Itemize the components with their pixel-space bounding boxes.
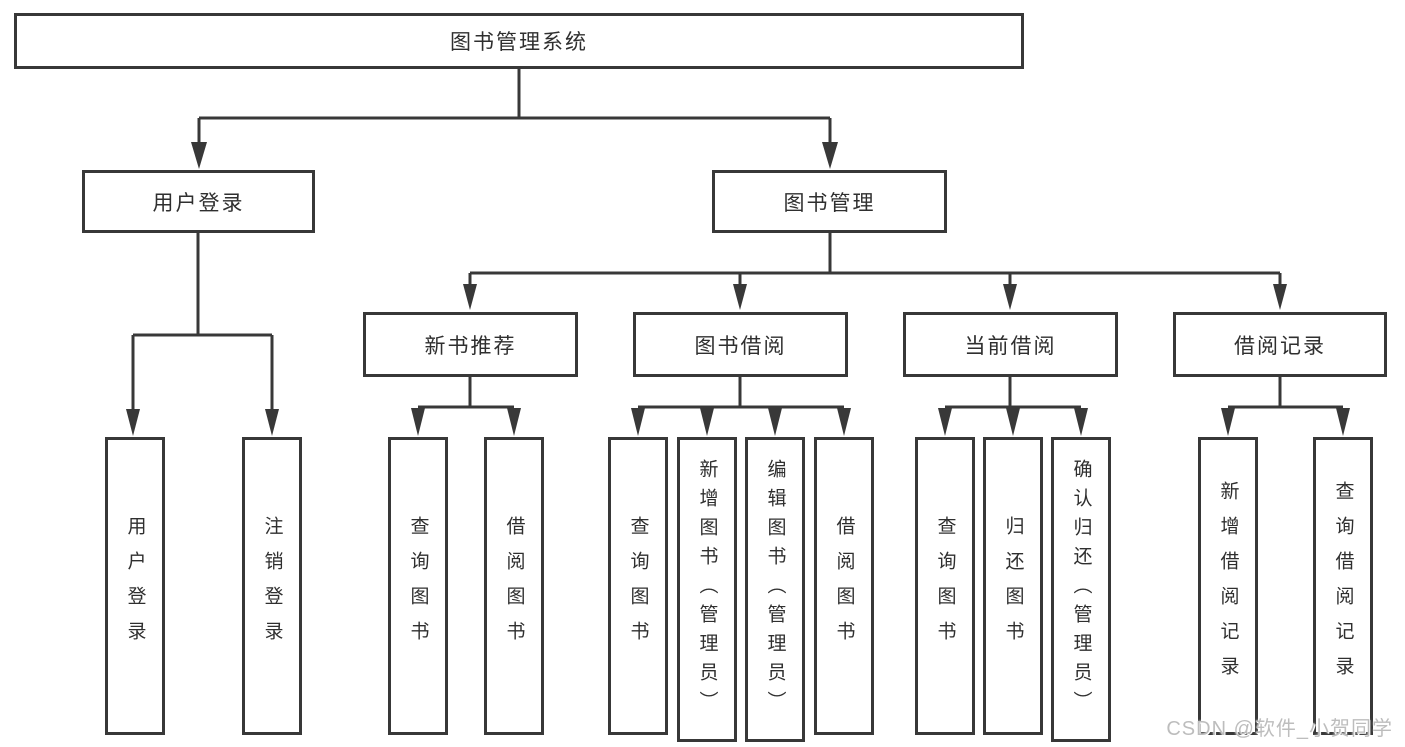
arrowhead-icon (837, 408, 851, 436)
node-borrow-records: 借阅记录 (1173, 312, 1387, 377)
arrowhead-icon (1221, 408, 1235, 436)
leaf-label: 确认归还（管理员） (1070, 459, 1092, 720)
arrowhead-icon (1074, 408, 1088, 436)
node-user-login: 用户登录 (82, 170, 315, 233)
arrowhead-icon (191, 142, 207, 169)
leaf-edit-books-admin: 编辑图书（管理员） (745, 437, 805, 742)
leaf-label: 用户登录 (124, 516, 146, 656)
leaf-add-books-admin: 新增图书（管理员） (677, 437, 737, 742)
leaf-add-borrow-record: 新增借阅记录 (1198, 437, 1258, 735)
connector-root-to-level2 (191, 69, 838, 169)
leaf-label: 查询借阅记录 (1332, 481, 1354, 691)
connector-current-borrowing-to-leaves (938, 377, 1088, 436)
leaf-borrow-books-1: 借阅图书 (484, 437, 544, 735)
leaf-label: 新增图书（管理员） (696, 459, 718, 720)
node-system-root: 图书管理系统 (14, 13, 1024, 69)
arrowhead-icon (822, 142, 838, 169)
leaf-label: 编辑图书（管理员） (764, 459, 786, 720)
leaf-label: 借阅图书 (833, 516, 855, 656)
arrowhead-icon (463, 284, 477, 310)
arrowhead-icon (126, 409, 140, 436)
leaf-logout: 注销登录 (242, 437, 302, 735)
leaf-label: 查询图书 (407, 516, 429, 656)
leaf-label: 查询图书 (934, 516, 956, 656)
connector-book-borrowing-to-leaves (631, 377, 851, 436)
arrowhead-icon (631, 408, 645, 436)
leaf-user-login: 用户登录 (105, 437, 165, 735)
connector-user-login-to-leaves (126, 233, 279, 436)
leaf-query-books-2: 查询图书 (608, 437, 668, 735)
node-book-management: 图书管理 (712, 170, 947, 233)
csdn-watermark: CSDN @软件_小贺同学 (1166, 718, 1393, 740)
node-new-book-recommend: 新书推荐 (363, 312, 578, 377)
connector-borrow-records-to-leaves (1221, 377, 1350, 436)
arrowhead-icon (1003, 284, 1017, 310)
leaf-label: 归还图书 (1002, 516, 1024, 656)
arrowhead-icon (733, 284, 747, 310)
leaf-confirm-return-admin: 确认归还（管理员） (1051, 437, 1111, 742)
node-book-borrowing: 图书借阅 (633, 312, 848, 377)
leaf-label: 借阅图书 (503, 516, 525, 656)
leaf-label: 注销登录 (261, 516, 283, 656)
node-current-borrowing: 当前借阅 (903, 312, 1118, 377)
leaf-borrow-books-2: 借阅图书 (814, 437, 874, 735)
arrowhead-icon (507, 408, 521, 436)
arrowhead-icon (1336, 408, 1350, 436)
arrowhead-icon (768, 408, 782, 436)
arrowhead-icon (411, 408, 425, 436)
arrowhead-icon (1006, 408, 1020, 436)
leaf-label: 新增借阅记录 (1217, 481, 1239, 691)
leaf-label: 查询图书 (627, 516, 649, 656)
leaf-return-books: 归还图书 (983, 437, 1043, 735)
leaf-query-books-1: 查询图书 (388, 437, 448, 735)
connector-book-management-to-level3 (463, 233, 1287, 310)
connector-new-book-recommend-to-leaves (411, 377, 521, 436)
arrowhead-icon (938, 408, 952, 436)
arrowhead-icon (265, 409, 279, 436)
leaf-query-borrow-record: 查询借阅记录 (1313, 437, 1373, 735)
arrowhead-icon (1273, 284, 1287, 310)
arrowhead-icon (700, 408, 714, 436)
leaf-query-books-3: 查询图书 (915, 437, 975, 735)
